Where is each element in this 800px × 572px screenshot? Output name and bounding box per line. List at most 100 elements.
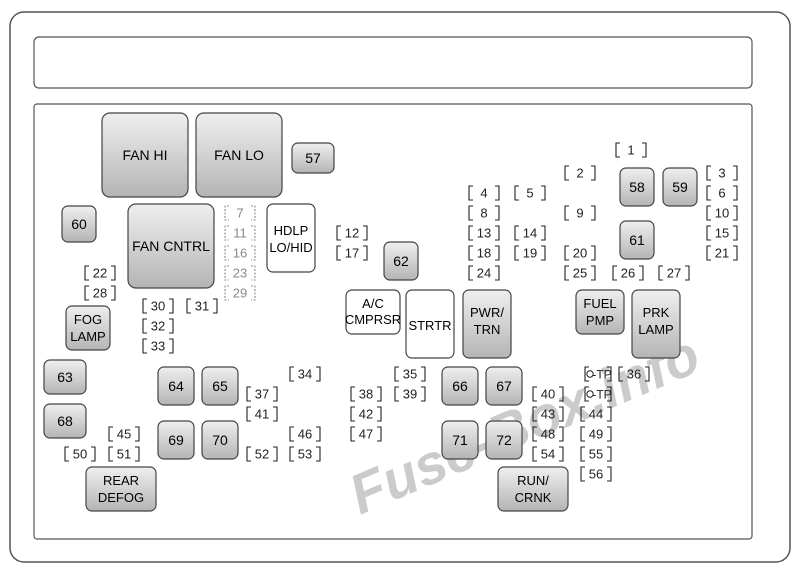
fuse-slot-outline bbox=[564, 205, 596, 221]
fuse-number: 37 bbox=[255, 387, 269, 402]
fuse-number: 56 bbox=[589, 467, 603, 482]
fuse-55: 55 bbox=[580, 446, 612, 462]
fuse-slot-outline bbox=[612, 265, 644, 281]
fuse-25: 25 bbox=[564, 265, 596, 281]
fuse-21: 21 bbox=[706, 245, 738, 261]
relay-pwr-label-1: PWR/ bbox=[470, 305, 504, 320]
fuse-number: 55 bbox=[589, 447, 603, 462]
relay-prk-lamp: PRK LAMP bbox=[631, 289, 681, 359]
relay-run-label-1: RUN/ bbox=[517, 473, 549, 488]
fuse-24: 24 bbox=[468, 265, 500, 281]
test-point-1: -TP bbox=[584, 366, 612, 382]
relay-ac-cmprsr: A/C CMPRSR bbox=[345, 289, 401, 335]
fuse-number: 43 bbox=[541, 407, 555, 422]
fuse-7: 7 bbox=[224, 205, 256, 221]
fuse-number: 49 bbox=[589, 427, 603, 442]
relay-rear-label-2: DEFOG bbox=[98, 490, 144, 505]
fuse-number: 35 bbox=[403, 367, 417, 382]
fuse-14: 14 bbox=[514, 225, 546, 241]
fuse-46: 46 bbox=[289, 426, 321, 442]
fuse-36: 36 bbox=[618, 366, 650, 382]
fuse-number: 28 bbox=[93, 286, 107, 301]
relay-fog-label-2: LAMP bbox=[70, 329, 105, 344]
fuse-slot-outline bbox=[580, 446, 612, 462]
fuse-18: 18 bbox=[468, 245, 500, 261]
relay-pwr-trn: PWR/ TRN bbox=[462, 289, 512, 359]
fuse-22: 22 bbox=[84, 265, 116, 281]
relay-hdlp-label-1: HDLP bbox=[274, 223, 309, 238]
fuse-11: 11 bbox=[224, 225, 256, 241]
mini-relay-63: 63 bbox=[43, 359, 87, 395]
fuse-number: 6 bbox=[718, 186, 725, 201]
fuse-number: 30 bbox=[151, 299, 165, 314]
fuse-slot-outline bbox=[224, 205, 256, 221]
fuse-number: 27 bbox=[667, 266, 681, 281]
fuse-slot-outline bbox=[142, 298, 174, 314]
fuse-slot-outline bbox=[706, 185, 738, 201]
mini-relay-label: 60 bbox=[71, 216, 87, 232]
fuse-6: 6 bbox=[706, 185, 738, 201]
fuse-number: 16 bbox=[233, 246, 247, 261]
mini-relay-label: 57 bbox=[305, 150, 321, 166]
fuse-number: 48 bbox=[541, 427, 555, 442]
fuse-number: 3 bbox=[718, 166, 725, 181]
mini-relay-59: 59 bbox=[662, 167, 698, 207]
fuse-51: 51 bbox=[108, 446, 140, 462]
fuse-41: 41 bbox=[246, 406, 278, 422]
fuse-number: 19 bbox=[523, 246, 537, 261]
fuse-slot-outline bbox=[468, 245, 500, 261]
fuse-number: 14 bbox=[523, 226, 537, 241]
fuse-slot-outline bbox=[532, 406, 564, 422]
fuse-number: 17 bbox=[345, 246, 359, 261]
fuse-number: 33 bbox=[151, 339, 165, 354]
test-point-label: -TP bbox=[592, 388, 611, 402]
fuse-slot-outline bbox=[224, 265, 256, 281]
fuse-4: 4 bbox=[468, 185, 500, 201]
mini-relay-57: 57 bbox=[291, 142, 335, 174]
fuse-slot-outline bbox=[532, 426, 564, 442]
fuse-slot-outline bbox=[224, 285, 256, 301]
fuse-number: 8 bbox=[480, 206, 487, 221]
mini-relay-label: 70 bbox=[212, 432, 228, 448]
fuse-number: 47 bbox=[359, 427, 373, 442]
mini-relay-label: 66 bbox=[452, 378, 468, 394]
fuse-number: 34 bbox=[298, 367, 312, 382]
fuse-17: 17 bbox=[336, 245, 368, 261]
fuse-10: 10 bbox=[706, 205, 738, 221]
mini-relay-66: 66 bbox=[441, 366, 479, 406]
mini-relay-65: 65 bbox=[201, 366, 239, 406]
fuse-number: 42 bbox=[359, 407, 373, 422]
fuse-number: 54 bbox=[541, 447, 555, 462]
relay-fan-hi: FAN HI bbox=[101, 112, 189, 198]
mini-relay-label: 64 bbox=[168, 378, 184, 394]
fuse-slot-outline bbox=[514, 245, 546, 261]
relay-fuel-label-2: PMP bbox=[586, 313, 614, 328]
fuse-number: 41 bbox=[255, 407, 269, 422]
mini-relay-60: 60 bbox=[61, 205, 97, 243]
fuse-32: 32 bbox=[142, 318, 174, 334]
fuse-12: 12 bbox=[336, 225, 368, 241]
fuse-number: 45 bbox=[117, 427, 131, 442]
mini-relay-62: 62 bbox=[383, 241, 419, 281]
fuse-2: 2 bbox=[564, 165, 596, 181]
fuse-slot-outline bbox=[468, 205, 500, 221]
fuse-number: 1 bbox=[627, 143, 634, 158]
fuse-slot-outline bbox=[514, 185, 546, 201]
fuse-slot-outline bbox=[564, 165, 596, 181]
mini-relay-label: 69 bbox=[168, 432, 184, 448]
relay-strtr: STRTR bbox=[405, 289, 455, 359]
relay-prk-label-1: PRK bbox=[643, 305, 670, 320]
fuse-number: 5 bbox=[526, 186, 533, 201]
fuse-49: 49 bbox=[580, 426, 612, 442]
mini-relay-label: 67 bbox=[496, 378, 512, 394]
mini-relay-64: 64 bbox=[157, 366, 195, 406]
fuse-slot-outline bbox=[394, 386, 426, 402]
fuse-slot-outline bbox=[246, 406, 278, 422]
relay-fog-label-1: FOG bbox=[74, 312, 102, 327]
mini-relay-label: 59 bbox=[672, 179, 688, 195]
fuse-number: 18 bbox=[477, 246, 491, 261]
fuse-slot-outline bbox=[108, 446, 140, 462]
fuse-number: 23 bbox=[233, 266, 247, 281]
